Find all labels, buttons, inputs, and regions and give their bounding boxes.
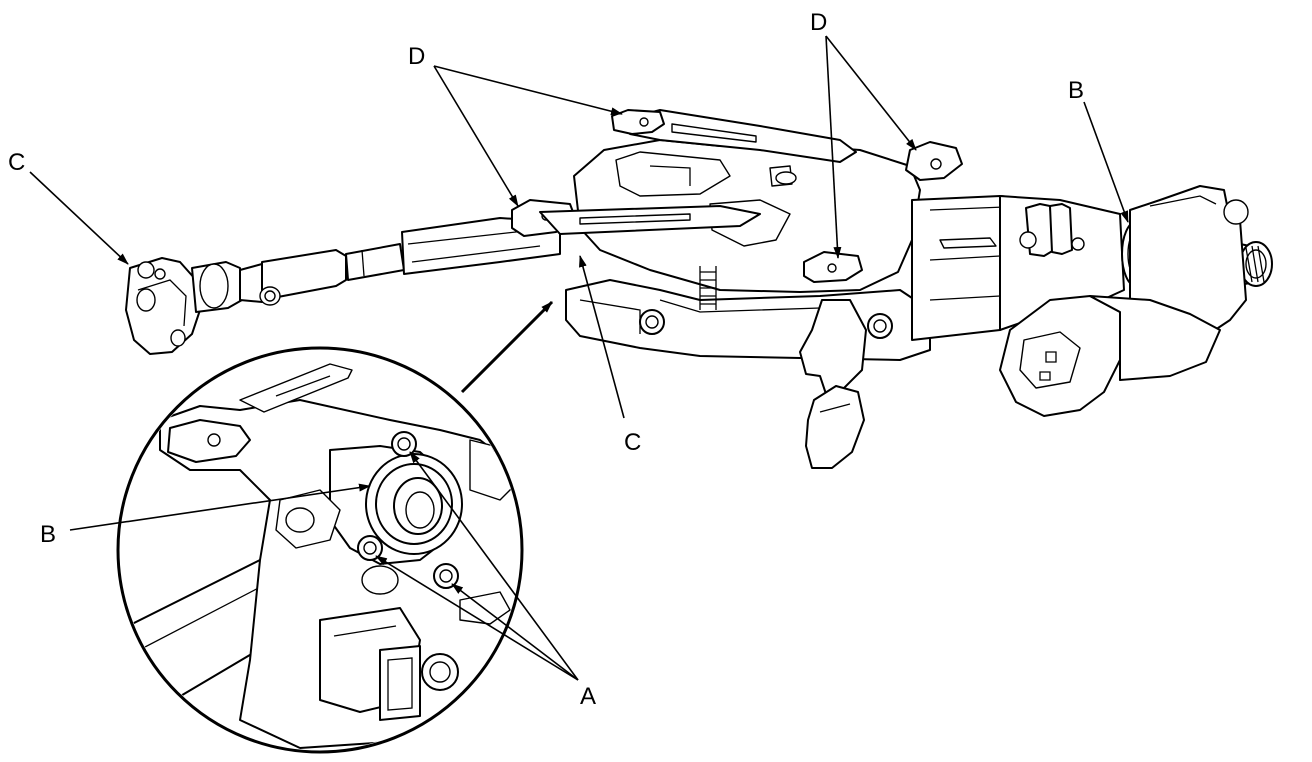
callout-c-left: C xyxy=(8,149,25,176)
callout-c-center: C xyxy=(624,429,641,456)
callout-d-left: D xyxy=(408,43,425,70)
callout-b-detail: B xyxy=(40,521,56,548)
column-body xyxy=(511,109,1273,469)
callout-d-right: D xyxy=(810,9,827,36)
callout-b-right: B xyxy=(1068,77,1084,104)
intermediate-shaft xyxy=(125,217,561,355)
leader-lines xyxy=(29,35,1129,681)
detail-view xyxy=(116,346,524,754)
callout-a: A xyxy=(580,683,596,710)
detail-pointer-arrow xyxy=(460,300,554,394)
